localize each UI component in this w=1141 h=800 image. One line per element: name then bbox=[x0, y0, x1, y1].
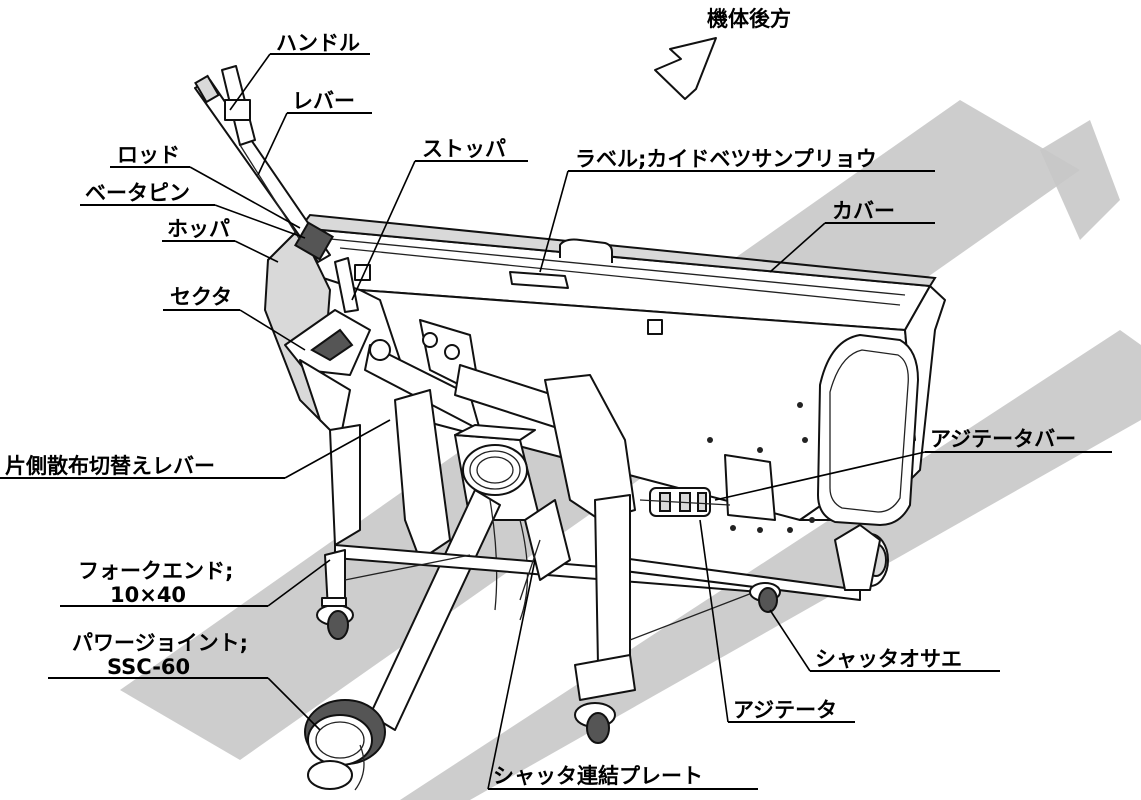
caster-wheel-center bbox=[574, 702, 616, 744]
label-beta-pin: ベータピン bbox=[85, 181, 190, 205]
leader-shutter-holder bbox=[769, 609, 811, 672]
handle-lever-assembly bbox=[194, 65, 371, 313]
leader-rod bbox=[189, 166, 301, 229]
leader-sector bbox=[239, 309, 306, 351]
label-side-switch-lever: 片側散布切替えレバー bbox=[5, 454, 215, 478]
leader-handle bbox=[229, 53, 271, 111]
label-handle: ハンドル bbox=[276, 31, 360, 55]
direction-label: 機体後方 bbox=[707, 7, 791, 31]
spreader-machine bbox=[194, 65, 946, 791]
label-power-joint-name: パワージョイント; bbox=[72, 631, 248, 655]
leader-hopper bbox=[234, 240, 279, 263]
rear-direction-arrow-icon bbox=[654, 37, 717, 100]
label-power-joint-model: SSC-60 bbox=[107, 655, 190, 679]
leader-agitator-bar bbox=[714, 451, 926, 501]
leader-agitator bbox=[699, 519, 729, 723]
leader-power-joint bbox=[267, 677, 321, 731]
leader-cover bbox=[769, 222, 826, 273]
leader-lever bbox=[257, 112, 288, 176]
hopper-body bbox=[267, 213, 946, 533]
caster-wheel-right bbox=[749, 582, 781, 613]
left-hopper bbox=[263, 226, 371, 441]
label-rod: ロッド bbox=[117, 143, 180, 167]
end-cylinder bbox=[834, 524, 889, 591]
leader-side-lever bbox=[284, 419, 391, 479]
leader-beta-pin bbox=[214, 204, 306, 239]
label-agitator: アジテータ bbox=[733, 698, 837, 722]
label-fork-end-size: 10×40 bbox=[110, 583, 186, 607]
leader-fork-end bbox=[267, 559, 331, 607]
label-shutter-connecting-plate: シャッタ連結プレート bbox=[493, 764, 703, 788]
hitch-frame bbox=[329, 319, 636, 561]
label-fork-end-name: フォークエンド; bbox=[78, 559, 233, 583]
leader-label-plate bbox=[539, 170, 569, 273]
label-cover: カバー bbox=[832, 199, 895, 223]
label-stopper: ストッパ bbox=[422, 137, 506, 161]
label-agitator-bar: アジテータバー bbox=[930, 427, 1076, 451]
label-caution-label: ラベル;カイドベツサンプリョウ bbox=[575, 147, 877, 171]
leader-stopper bbox=[351, 160, 416, 301]
label-sector: セクタ bbox=[170, 285, 232, 309]
label-shutter-holder: シャッタオサエ bbox=[815, 647, 962, 671]
agitator bbox=[639, 487, 731, 517]
label-hopper: ホッパ bbox=[167, 217, 230, 241]
leader-shutter-plate bbox=[487, 559, 536, 790]
caster-wheel-left bbox=[316, 597, 354, 640]
label-lever: レバー bbox=[292, 89, 355, 113]
